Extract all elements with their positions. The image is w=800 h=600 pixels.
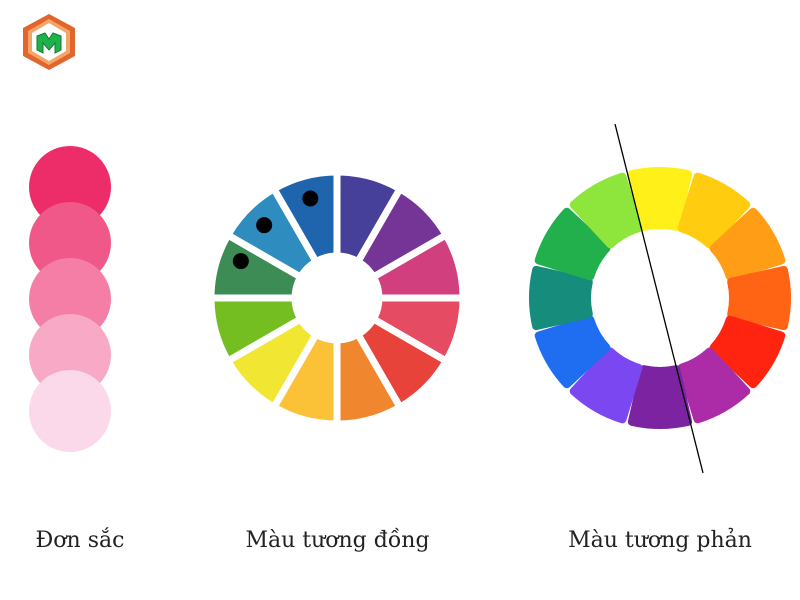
monochrome-swatch [29, 370, 111, 452]
wheel-segment [569, 347, 643, 424]
wheel-segment [677, 172, 751, 249]
caption-analogous: Màu tương đồng [245, 528, 430, 553]
wheel-segment [529, 265, 593, 331]
caption-monochrome: Đơn sắc [35, 528, 125, 553]
wheel-segment [627, 167, 693, 231]
wheel-segment [569, 172, 643, 249]
wheel-center-hole [295, 256, 379, 340]
wheel-segment [709, 315, 786, 389]
selected-color-dot [256, 217, 273, 234]
complementary-divider-line [614, 123, 704, 474]
monochrome-swatch-stack [29, 146, 111, 452]
wheel-segment [534, 315, 611, 389]
wheel-segment [727, 265, 791, 331]
wheel-segment [677, 347, 751, 424]
selected-color-dot [232, 253, 249, 270]
caption-complementary: Màu tương phản [568, 528, 752, 553]
analogous-color-wheel [207, 168, 467, 428]
wheel-segment [534, 207, 611, 281]
complementary-color-wheel [529, 123, 791, 474]
selected-color-dot [302, 190, 319, 207]
wheel-segment [627, 365, 693, 429]
logo-mark-icon [36, 32, 62, 54]
wheel-segment [709, 207, 786, 281]
brand-logo [23, 14, 75, 70]
